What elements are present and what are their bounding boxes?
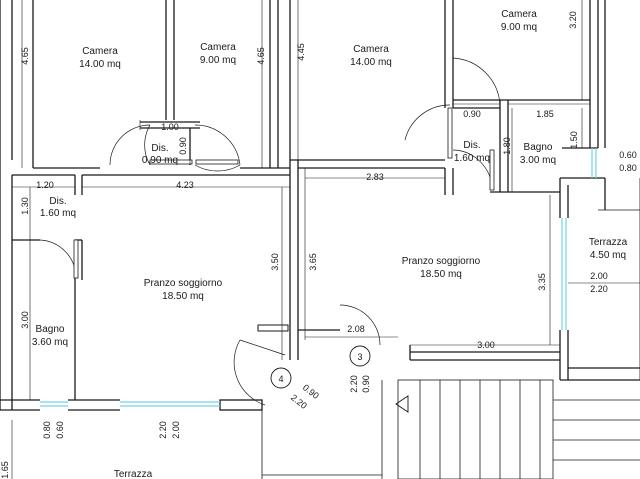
dim-220-right: 2.20 — [590, 284, 608, 294]
room-pranzo-b-name: Pranzo soggiorno — [402, 256, 481, 267]
room-pranzo-a-name: Pranzo soggiorno — [144, 278, 223, 289]
dim-130: 1.30 — [20, 197, 30, 215]
dim-060-bottom: 0.60 — [55, 421, 65, 439]
dim-120: 1.20 — [36, 180, 54, 190]
room-dis-a-name: Dis. — [151, 143, 168, 154]
dim-090-dis: 0.90 — [178, 137, 188, 155]
dim-200-right: 2.00 — [590, 271, 608, 281]
dim-465-right: 4.65 — [256, 47, 266, 65]
room-dis-b-name: Dis. — [49, 196, 66, 207]
dim-350: 3.50 — [270, 253, 280, 271]
dim-100: 1.00 — [161, 122, 179, 132]
dim-465-left: 4.65 — [20, 47, 30, 65]
marker-3-circle — [349, 345, 371, 367]
dim-300-right: 3.00 — [477, 340, 495, 350]
marker-4-label: 4 — [278, 374, 283, 384]
dim-320: 3.20 — [568, 11, 578, 29]
room-camera-b-name: Camera — [200, 42, 236, 53]
room-camera-d-name: Camera — [501, 9, 537, 20]
room-camera-c-area: 14.00 mq — [350, 57, 392, 68]
dim-090-stair: 0.90 — [361, 375, 371, 393]
room-terrazza-b-name: Terrazza — [114, 469, 153, 479]
room-bagno-a-area: 3.60 mq — [32, 337, 68, 348]
dim-185: 1.85 — [536, 109, 554, 119]
room-camera-a-area: 14.00 mq — [79, 59, 121, 70]
room-pranzo-b-area: 18.50 mq — [420, 269, 462, 280]
dim-150: 1.50 — [569, 131, 579, 149]
marker-4-circle — [270, 367, 292, 389]
room-terrazza-a-area: 4.50 mq — [590, 250, 626, 261]
room-dis-c-name: Dis. — [463, 140, 480, 151]
dimension-lines — [11, 0, 640, 479]
doors — [39, 57, 501, 406]
room-camera-b-area: 9.00 mq — [200, 55, 236, 66]
dim-165: 1.65 — [0, 461, 10, 479]
section-markers: 3 4 — [270, 345, 371, 389]
dim-335: 3.35 — [537, 273, 547, 291]
dim-445: 4.45 — [296, 43, 306, 61]
dimension-labels: 4.65 4.65 4.45 3.20 1.00 0.90 0.90 1.85 … — [0, 11, 637, 479]
dim-208: 2.08 — [347, 324, 365, 334]
room-terrazza-a-name: Terrazza — [589, 237, 628, 248]
room-dis-b-area: 1.60 mq — [40, 208, 76, 219]
dim-220-stair: 2.20 — [349, 375, 359, 393]
room-bagno-a-name: Bagno — [36, 324, 65, 335]
dim-300-left: 3.00 — [20, 311, 30, 329]
dim-423: 4.23 — [176, 180, 194, 190]
room-labels: Camera 14.00 mq Camera 9.00 mq Camera 14… — [32, 9, 628, 479]
dim-080-right: 0.80 — [619, 163, 637, 173]
room-camera-a-name: Camera — [82, 46, 118, 57]
dim-060-right: 0.60 — [619, 150, 637, 160]
dim-080-bottom: 0.80 — [42, 421, 52, 439]
room-camera-c-name: Camera — [353, 44, 389, 55]
dim-180: 1.80 — [502, 137, 512, 155]
room-dis-a-area: 0.90 mq — [142, 155, 178, 166]
dim-365: 3.65 — [308, 253, 318, 271]
dim-090: 0.90 — [463, 109, 481, 119]
dim-200-bottom: 2.00 — [171, 421, 181, 439]
room-camera-d-area: 9.00 mq — [501, 22, 537, 33]
room-dis-c-area: 1.60 mq — [454, 153, 490, 164]
dim-220-bottom: 2.20 — [158, 421, 168, 439]
room-pranzo-a-area: 18.50 mq — [162, 291, 204, 302]
dim-220-door: 2.20 — [289, 392, 309, 411]
marker-3-label: 3 — [357, 352, 362, 362]
room-bagno-b-name: Bagno — [524, 142, 553, 153]
room-bagno-b-area: 3.00 mq — [520, 155, 556, 166]
dim-283: 2.83 — [366, 172, 384, 182]
